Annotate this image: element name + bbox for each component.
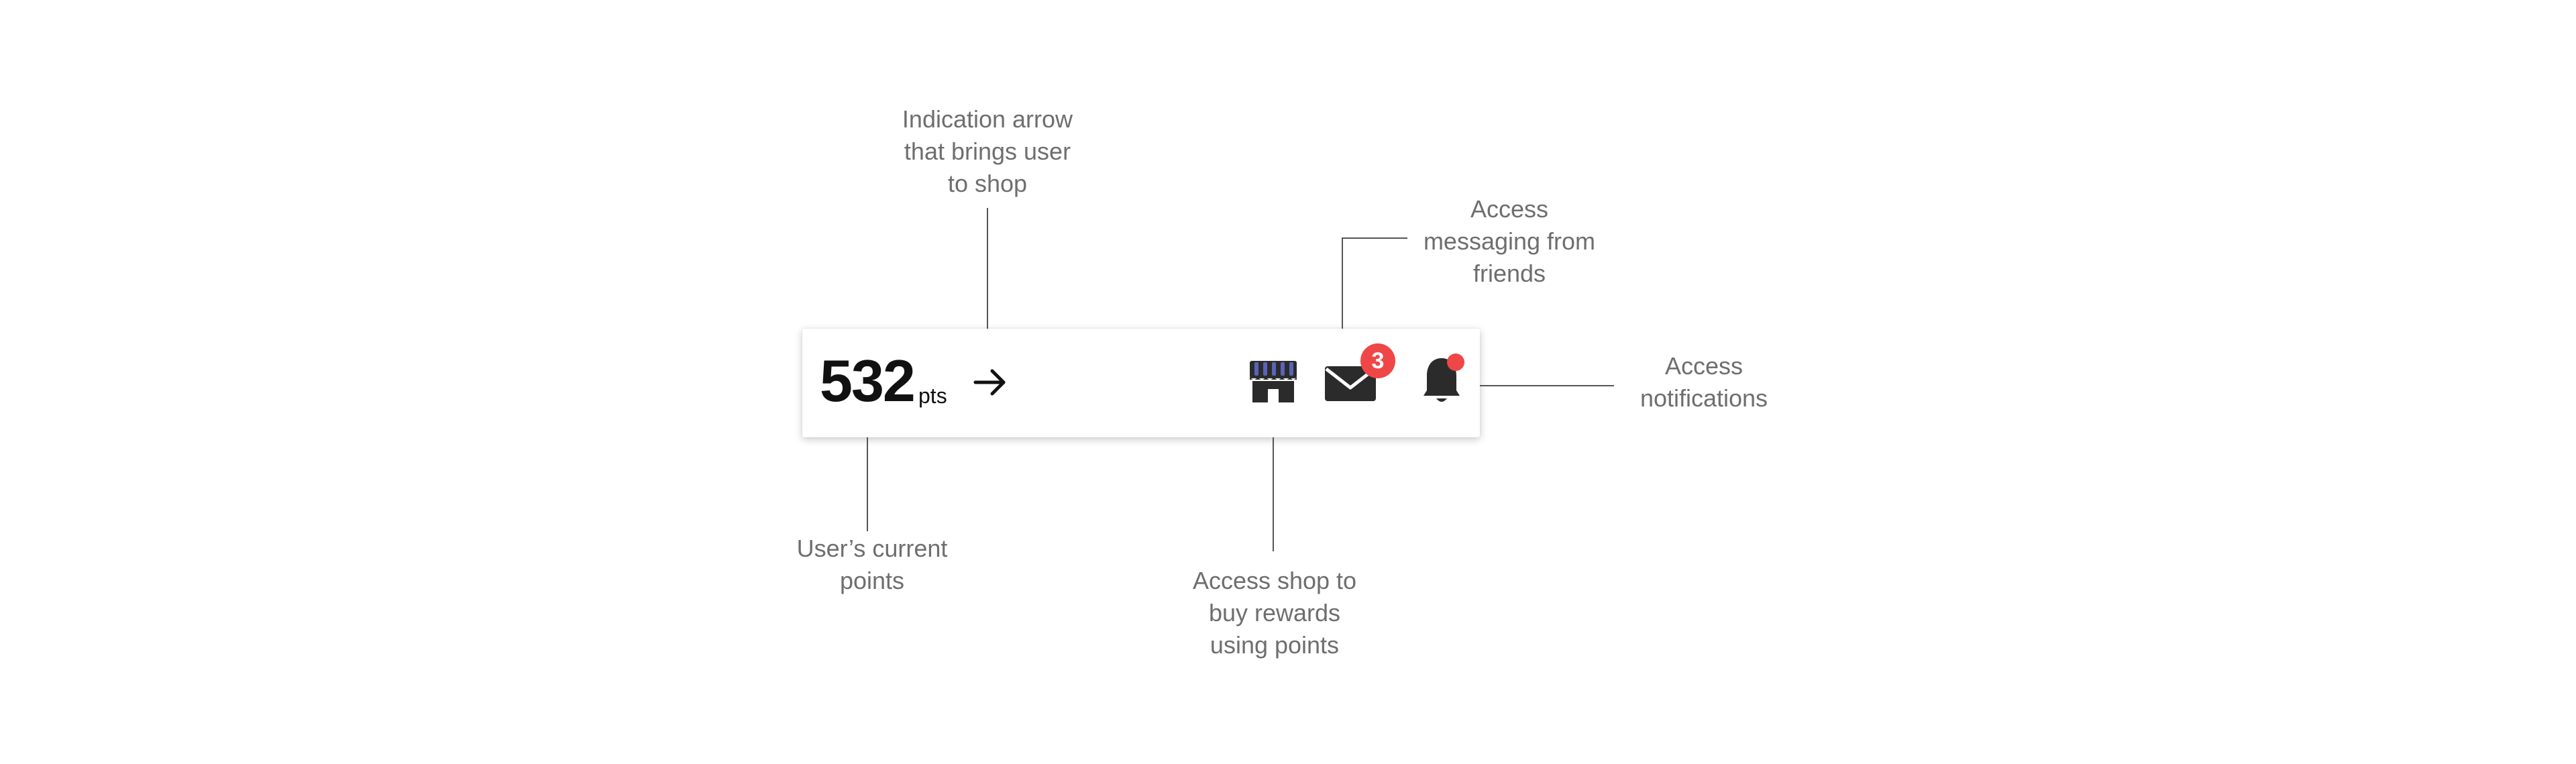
annotation-line: User’s current <box>796 535 948 562</box>
leader-line-arrow <box>987 208 988 329</box>
points-value: 532 <box>820 347 916 414</box>
annotation-line: Access <box>1470 195 1549 223</box>
annotation-line: Access <box>1664 352 1743 380</box>
annotation-line: notifications <box>1640 384 1768 412</box>
leader-line-messaging-v <box>1342 237 1343 329</box>
leader-line-notifications <box>1480 385 1614 386</box>
annotation-notifications: Access notifications <box>1603 350 1805 415</box>
mail-icon[interactable] <box>1322 360 1383 406</box>
leader-line-shop <box>1273 437 1274 551</box>
bell-icon[interactable] <box>1418 353 1465 408</box>
annotation-points: User’s current points <box>771 533 973 597</box>
annotation-shop: Access shop to buy rewards using points <box>1161 565 1389 661</box>
annotation-line: that brings user <box>904 138 1071 165</box>
points-bar: 532 pts 3 <box>802 329 1480 437</box>
annotation-line: friends <box>1472 260 1546 287</box>
annotation-line: points <box>839 567 905 594</box>
leader-line-messaging-h <box>1342 237 1407 239</box>
annotation-line: Indication arrow <box>902 105 1073 133</box>
leader-line-points <box>867 437 868 531</box>
annotation-line: Access shop to <box>1192 567 1357 594</box>
annotation-line: to shop <box>947 170 1028 197</box>
unread-count-badge: 3 <box>1360 343 1395 378</box>
annotation-messaging: Access messaging from friends <box>1395 193 1623 290</box>
arrow-right-icon[interactable] <box>970 362 1010 402</box>
annotation-line: messaging from <box>1423 227 1596 255</box>
annotation-line: using points <box>1210 631 1340 659</box>
shop-icon[interactable] <box>1248 360 1298 404</box>
points-unit: pts <box>918 384 947 408</box>
annotation-line: buy rewards <box>1208 599 1341 626</box>
annotation-arrow: Indication arrow that brings user to sho… <box>872 103 1103 200</box>
